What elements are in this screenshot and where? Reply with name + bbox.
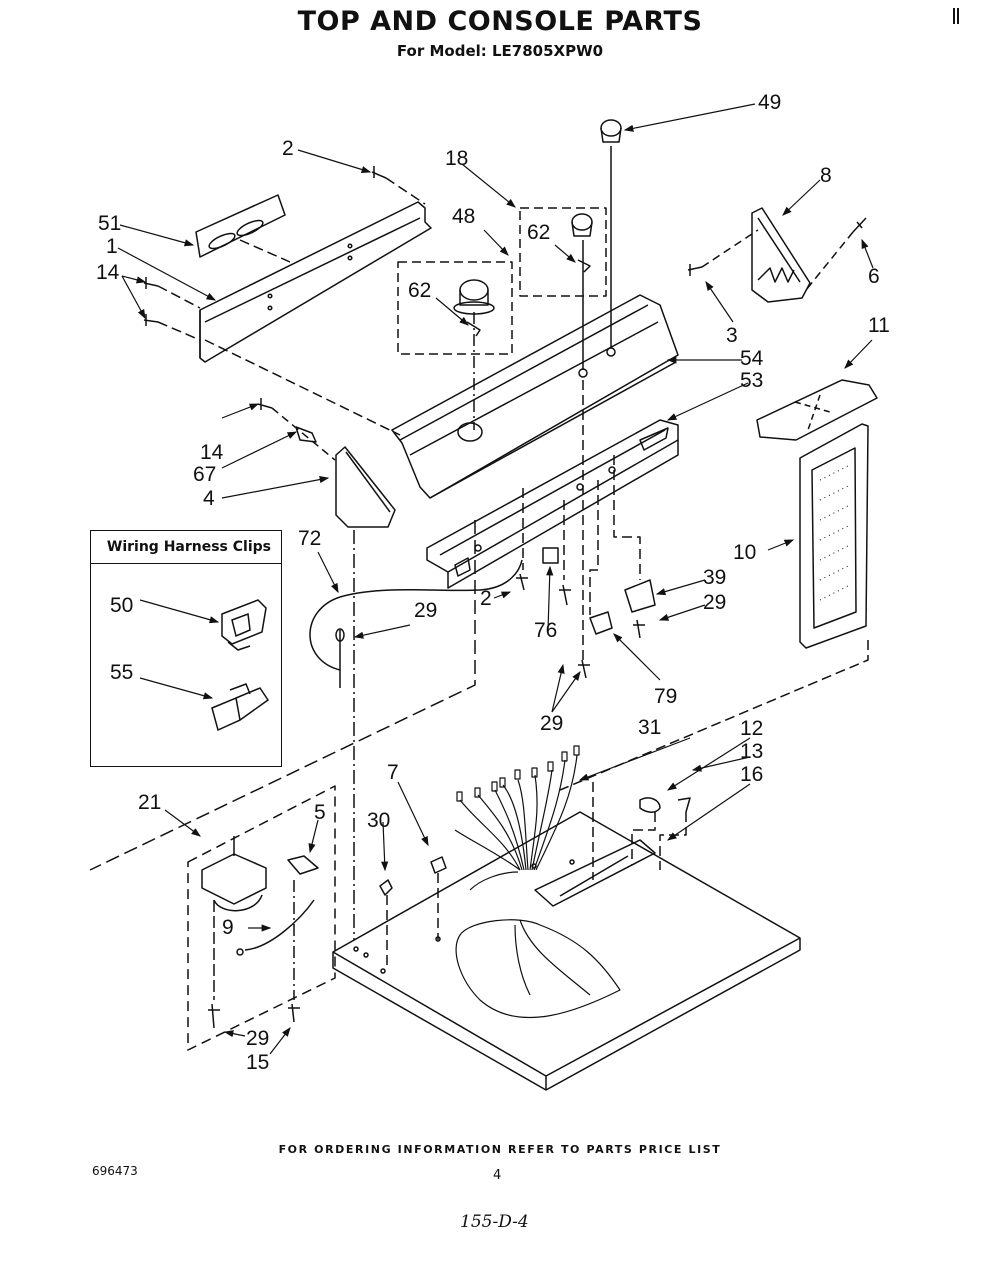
callout-9: 9 [222,916,234,939]
callout-31: 31 [638,716,662,739]
callout-11: 11 [868,314,890,337]
callout-13: 13 [740,740,764,763]
callout-7: 7 [387,761,399,784]
callout-3: 3 [726,324,738,347]
part-4-endcap [335,446,396,528]
callout-29-wiring: 29 [414,599,438,622]
callout-5: 5 [314,801,326,824]
callout-51: 51 [98,212,122,235]
part-49-knob [600,119,622,348]
callout-76: 76 [534,619,558,642]
clip-50-icon [221,599,267,651]
part-54-console [391,294,679,499]
page-title: TOP AND CONSOLE PARTS [297,6,703,37]
callout-29-bottom: 29 [246,1027,270,1050]
part-small-fasteners [516,547,656,679]
part-8-bracket [751,207,811,303]
callout-16: 16 [740,763,764,786]
callout-30: 30 [367,809,391,832]
part-14-67-screws [257,398,317,443]
part-10-lint-screen [799,423,869,649]
callout-48: 48 [452,205,476,228]
part-small-top-items [379,797,691,896]
callout-53: 53 [740,369,764,392]
callout-72: 72 [298,527,322,550]
part-21-timer-box [187,785,336,1051]
corner-mark [953,8,959,24]
callout-18: 18 [445,147,469,170]
part-18-knob-box [519,207,607,370]
callout-2-lower: 2 [480,587,492,610]
page-number: 4 [493,1168,502,1183]
callout-79: 79 [654,685,678,708]
callout-14-mid: 14 [200,441,224,464]
part-console-back-panel [199,201,432,363]
callout-54: 54 [740,347,764,370]
document-number: 696473 [92,1164,138,1178]
part-6-clip [852,217,867,233]
callout-62-box18: 62 [527,221,551,244]
part-11-filter-cover [756,379,878,441]
callout-21: 21 [138,791,162,814]
callout-8: 8 [820,164,832,187]
callout-29-center: 29 [540,712,564,735]
handwritten-code: 155-D-4 [460,1212,529,1232]
callout-12: 12 [740,717,764,740]
part-3-screw [687,264,703,276]
callout-50: 50 [110,594,134,617]
callout-67: 67 [193,463,217,486]
wiring-harness-clips-inset: Wiring Harness Clips [90,530,282,767]
callout-14-top: 14 [96,261,120,284]
callout-39: 39 [703,566,727,589]
callout-62-box48: 62 [408,279,432,302]
inset-title: Wiring Harness Clips [91,531,281,564]
part-72-wiring [309,559,523,688]
part-screws-top-left [143,166,387,326]
leader-lines [117,103,874,1055]
callout-1: 1 [106,235,118,258]
callout-15: 15 [246,1051,270,1074]
part-51-bracket [195,194,286,258]
part-48-knob-box [397,261,513,430]
callout-2: 2 [282,137,294,160]
callout-29-right: 29 [703,591,727,614]
callout-55: 55 [110,661,134,684]
callout-6: 6 [868,265,880,288]
part-53-channel [426,419,679,589]
model-subtitle: For Model: LE7805XPW0 [396,42,604,60]
callout-10: 10 [733,541,757,564]
callout-49: 49 [758,91,782,114]
clip-55-icon [211,683,270,732]
ordering-info-note: FOR ORDERING INFORMATION REFER TO PARTS … [278,1143,722,1156]
callout-4: 4 [203,487,215,510]
part-31-harness [454,745,621,1019]
